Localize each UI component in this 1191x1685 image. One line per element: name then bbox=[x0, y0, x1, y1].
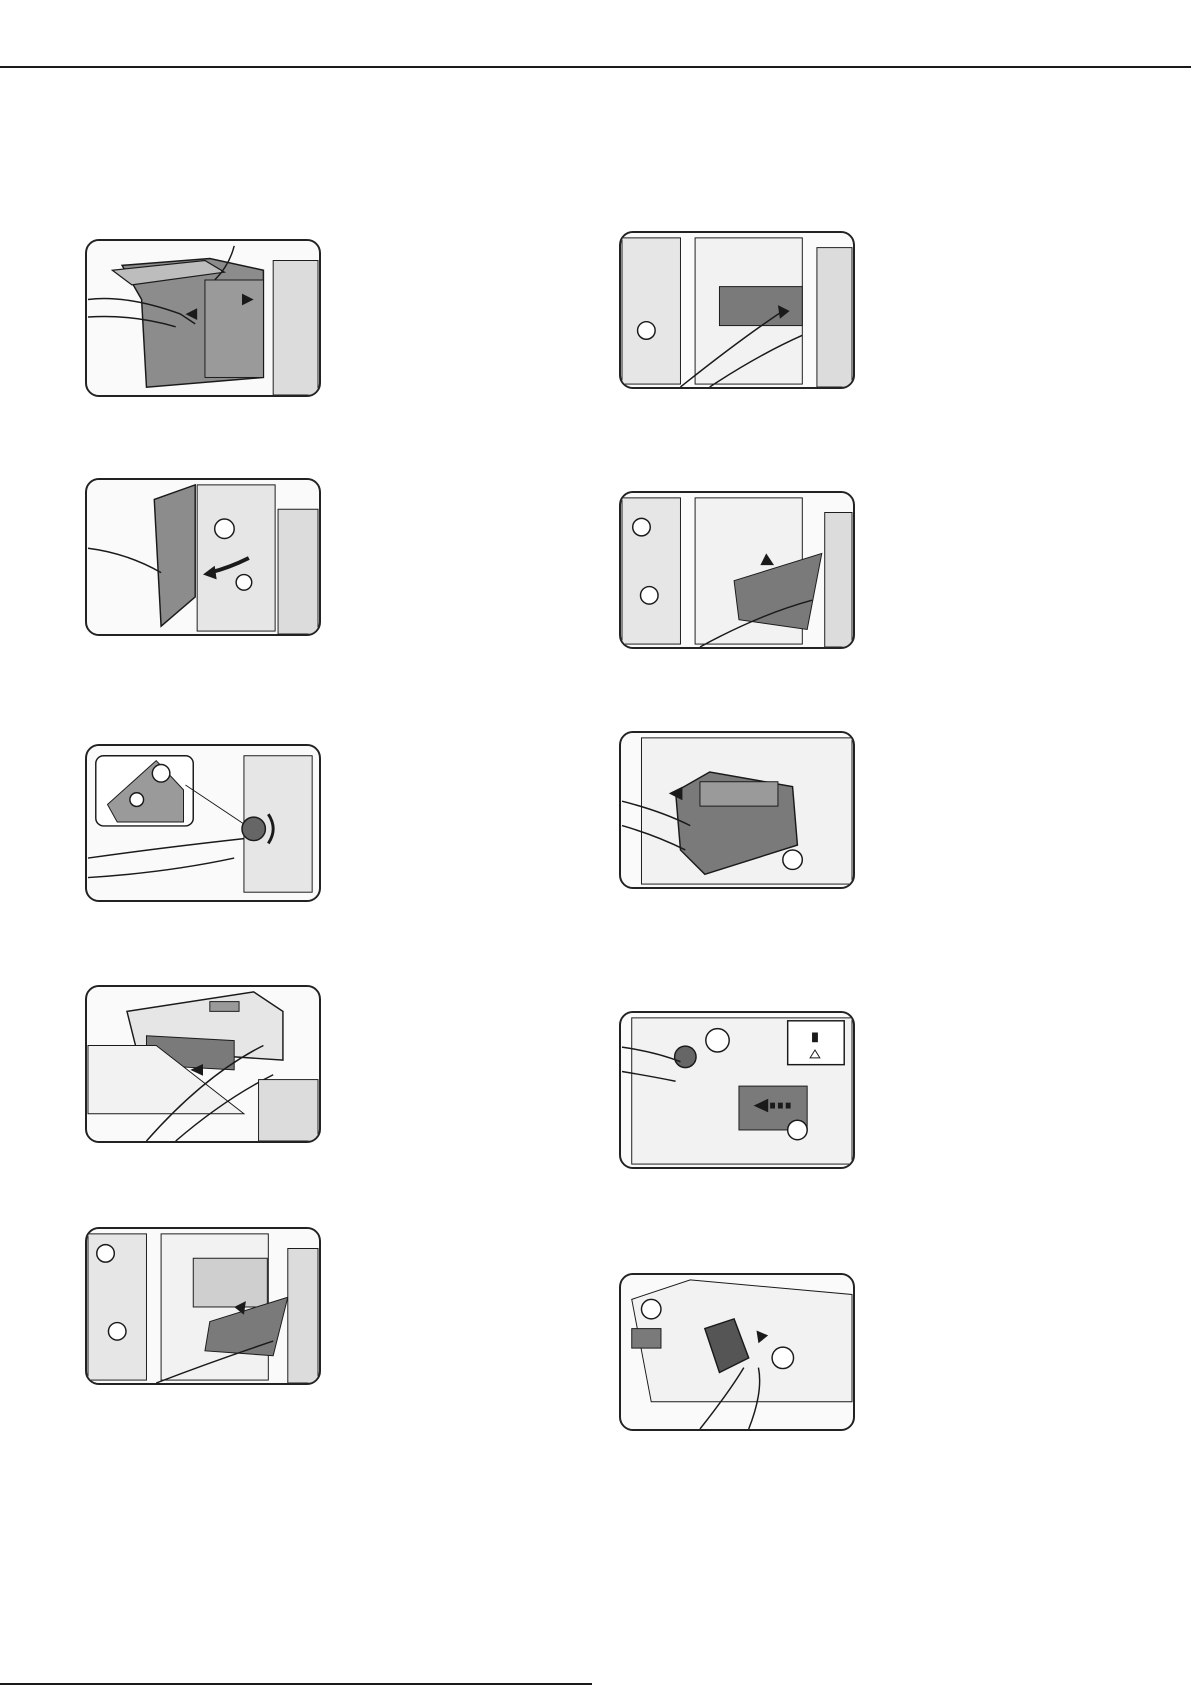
illustration-pull-jammed-paper bbox=[619, 231, 855, 389]
illustration-rotate-knob-align-mark bbox=[619, 1011, 855, 1169]
illustration-pull-out-stapler-unit bbox=[619, 731, 855, 889]
illustration-remove-staple-cartridge bbox=[619, 1273, 855, 1431]
illustration-lower-guide bbox=[85, 1227, 321, 1385]
illustration-open-front-door bbox=[85, 478, 321, 636]
illustration-close-guide bbox=[619, 491, 855, 649]
illustration-open-finisher-cover bbox=[85, 239, 321, 397]
header-rule bbox=[0, 66, 1191, 68]
illustration-remove-paper-tray bbox=[85, 985, 321, 1143]
illustration-turn-knob-with-inset bbox=[85, 744, 321, 902]
